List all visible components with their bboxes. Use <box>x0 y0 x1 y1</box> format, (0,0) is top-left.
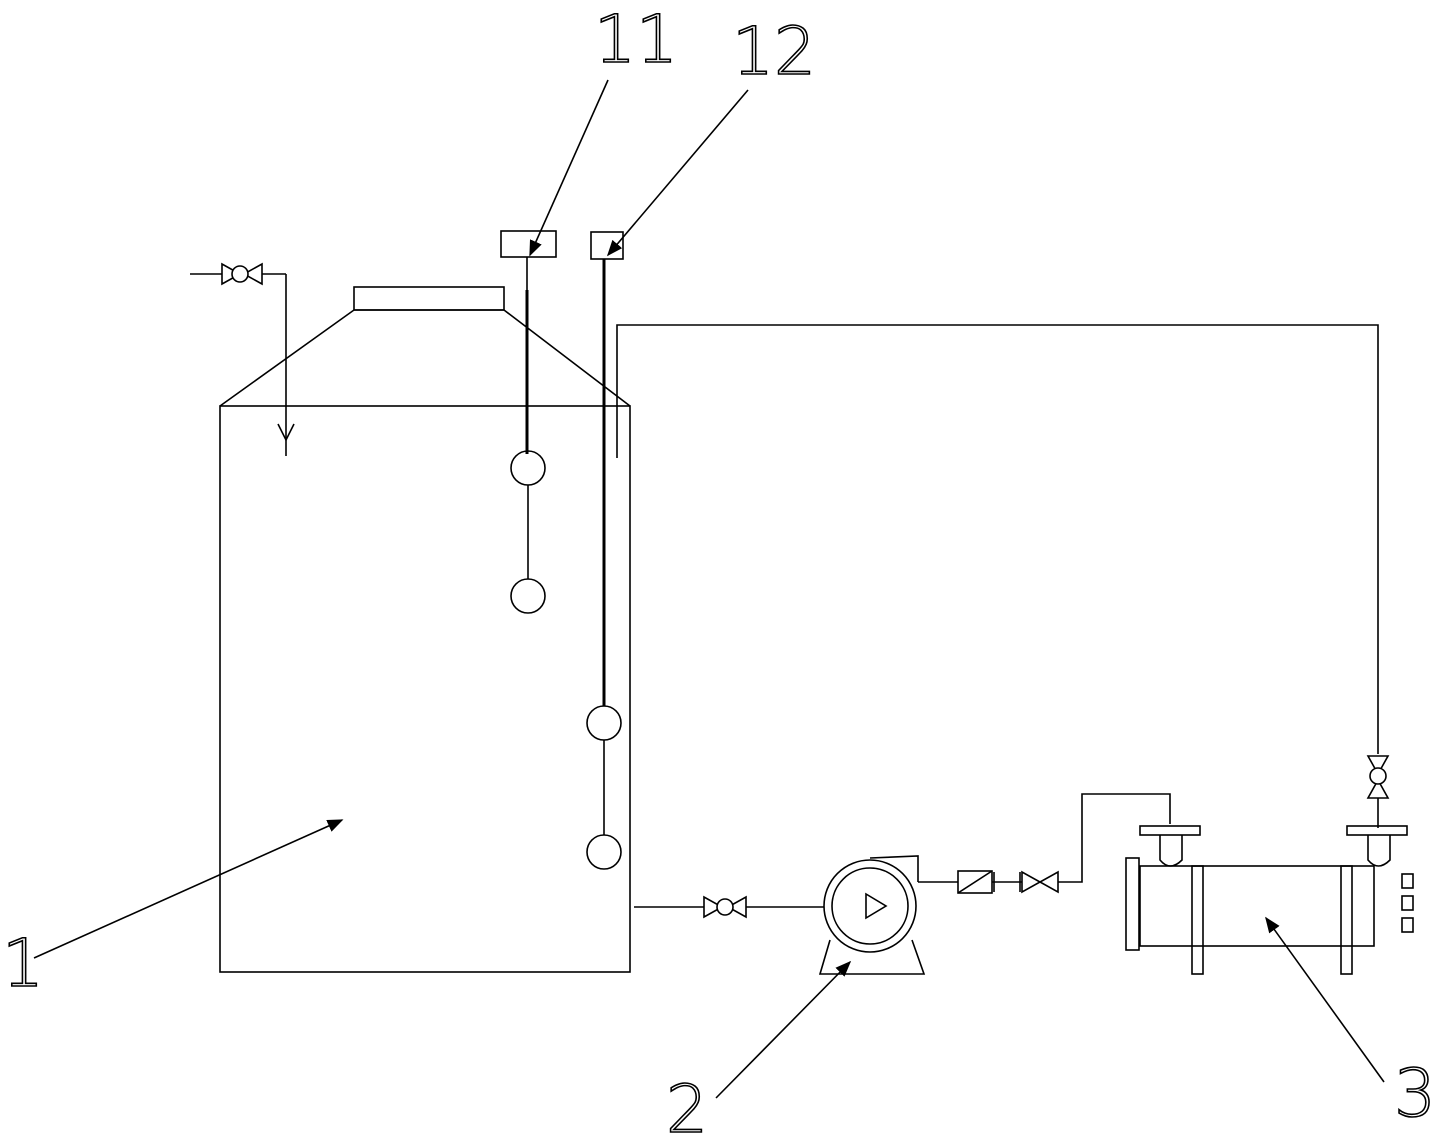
inlet-valve-icon <box>221 262 263 286</box>
ref-label-2: 2 <box>666 1071 708 1142</box>
leader-lines <box>33 79 1385 1099</box>
gate-valve-icon <box>1021 870 1059 894</box>
float-ball-icon <box>510 450 546 486</box>
circulation-pump <box>818 855 926 975</box>
float-ball-icon <box>510 578 546 614</box>
tank-manhole <box>353 286 505 311</box>
pump-discharge-line <box>918 793 1171 894</box>
float-ball-icon <box>586 705 622 741</box>
float-ball-icon <box>586 834 622 870</box>
storage-tank <box>219 286 631 973</box>
return-line <box>616 324 1390 828</box>
return-valve-icon <box>1366 755 1390 799</box>
ref-label-1: 1 <box>2 925 44 1002</box>
ref-label-11: 11 <box>594 1 678 78</box>
check-valve-icon <box>957 870 993 894</box>
level-switch-11 <box>500 230 557 614</box>
ref-label-12: 12 <box>732 13 816 90</box>
heat-exchanger <box>1125 825 1414 975</box>
outlet-valve-icon <box>703 895 747 919</box>
pump-direction-icon <box>865 892 888 920</box>
tank-inlet-line <box>190 262 295 456</box>
level-switch-12 <box>586 231 624 870</box>
ref-label-3: 3 <box>1394 1055 1436 1132</box>
